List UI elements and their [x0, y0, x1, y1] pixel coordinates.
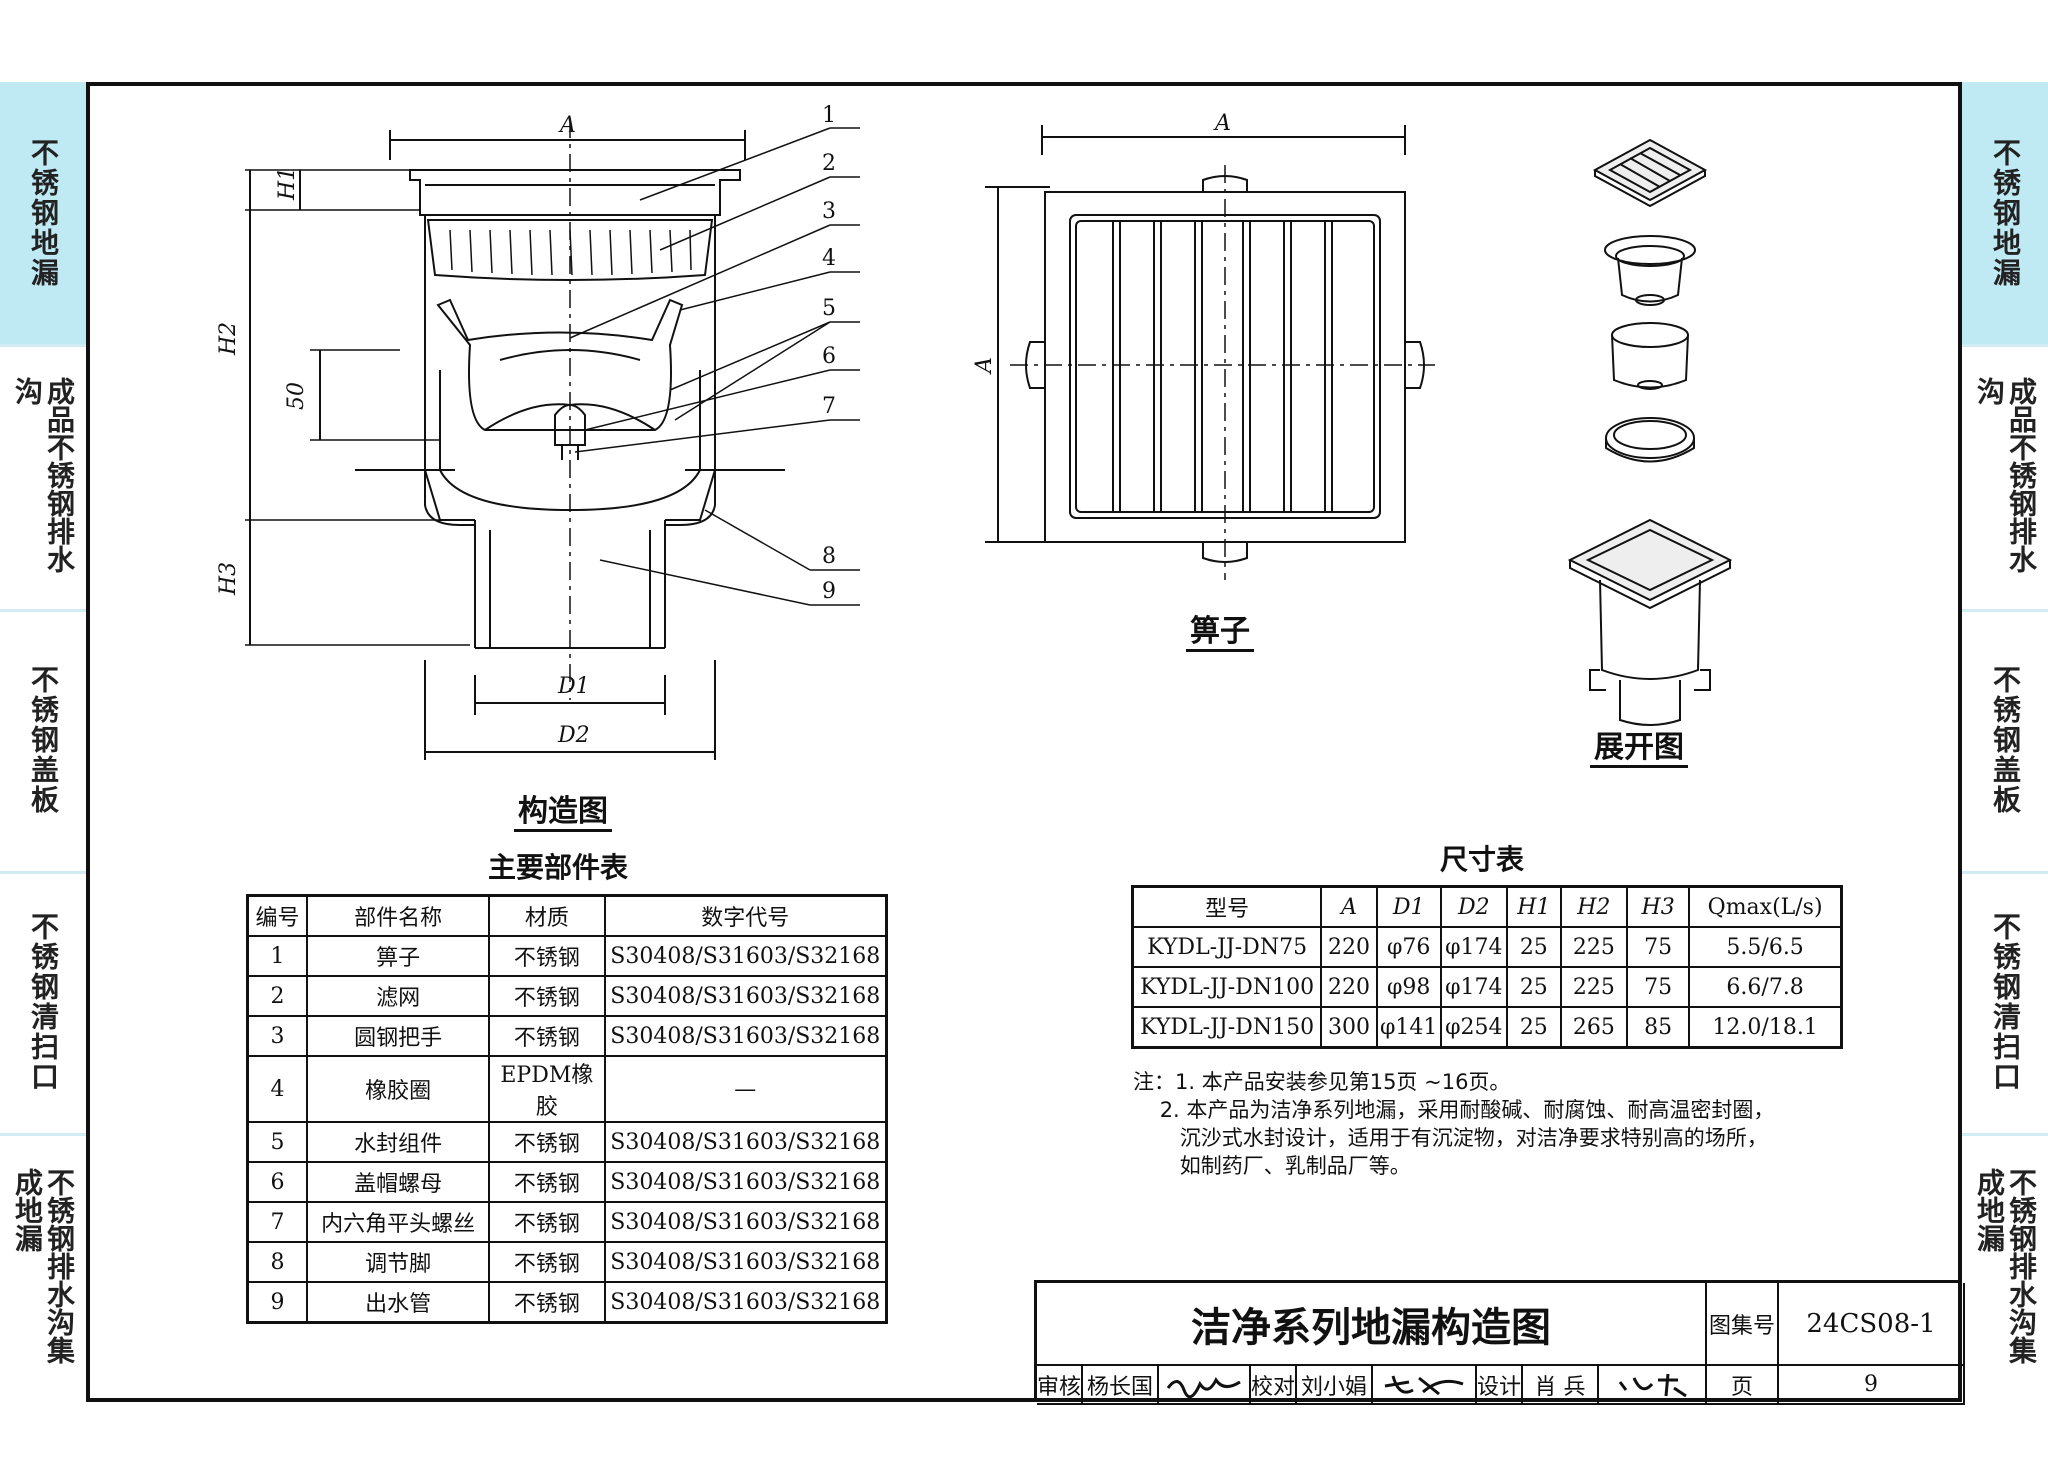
- page-label: 页: [1707, 1366, 1779, 1405]
- drawing-title: 洁净系列地漏构造图: [1037, 1283, 1707, 1366]
- grate-dim-a-side: A: [972, 357, 997, 375]
- side-tab-cleanout[interactable]: 不锈钢清扫口: [0, 871, 86, 1133]
- callout-3: 3: [822, 199, 836, 224]
- side-tab-floor-drain[interactable]: 不锈钢地漏: [0, 82, 86, 344]
- dims-table-title: 尺寸表: [1440, 843, 1525, 876]
- side-tab-floor-drain-right[interactable]: 不锈钢地漏: [1962, 82, 2048, 344]
- exploded-caption: 展开图: [1590, 722, 1688, 768]
- grate-dim-a-top: A: [1213, 111, 1231, 136]
- review-label: 审核: [1037, 1366, 1083, 1405]
- header-cell: 材质: [488, 894, 606, 937]
- dim-h3-label: H3: [216, 562, 241, 596]
- header-cell: 部件名称: [306, 894, 491, 937]
- side-tab-cleanout-right[interactable]: 不锈钢清扫口: [1962, 871, 2048, 1133]
- section-caption: 构造图: [514, 786, 612, 832]
- side-tab-label: 成品不锈钢排水沟: [11, 376, 76, 573]
- note-line: 沉沙式水封设计，适用于有沉淀物，对洁净要求特别高的场所，: [1133, 1126, 1768, 1150]
- parts-table-title: 主要部件表: [488, 851, 629, 884]
- section-drawing: A H1 H2 H3 50 D1 D2 1 2 3 4 5 6 7 8 9: [216, 103, 860, 760]
- side-tab-label: 不锈钢清扫口: [1989, 912, 2022, 1092]
- side-tab-integrated-drain[interactable]: 不锈钢排水沟集成地漏: [0, 1133, 86, 1402]
- grate-caption: 箅子: [1186, 606, 1254, 652]
- title-block: 洁净系列地漏构造图 图集号 24CS08-1 审核 杨长国 校对 刘小娟 设计 …: [1034, 1280, 1965, 1405]
- side-tab-label: 不锈钢盖板: [1989, 665, 2022, 815]
- exploded-strainer: [1604, 235, 1696, 306]
- side-tab-drain-channel[interactable]: 成品不锈钢排水沟: [0, 344, 86, 609]
- callout-9: 9: [822, 579, 836, 604]
- checker-signature: [1373, 1366, 1477, 1405]
- dim-h1-label: H1: [275, 167, 300, 201]
- dims-table: 型号 A D1 D2 H1 H2 H3 Qmax(L/s) KYDL-JJ-DN…: [1131, 885, 1843, 1049]
- side-tab-label: 不锈钢地漏: [27, 138, 60, 288]
- side-tab-integrated-drain-right[interactable]: 不锈钢排水沟集成地漏: [1962, 1133, 2048, 1402]
- table-header-row: 型号 A D1 D2 H1 H2 H3 Qmax(L/s): [1131, 885, 1843, 928]
- page-number: 9: [1779, 1366, 1965, 1405]
- dim-d1-label: D1: [557, 674, 590, 699]
- side-tab-cover-plate[interactable]: 不锈钢盖板: [0, 609, 86, 871]
- atlas-label: 图集号: [1707, 1283, 1779, 1366]
- exploded-grate: [1592, 138, 1708, 208]
- callout-2: 2: [822, 151, 836, 176]
- note-line: 2. 本产品为洁净系列地漏，采用耐酸碱、耐腐蚀、耐高温密封圈，: [1133, 1098, 1775, 1122]
- exploded-rubber-ring: [1605, 417, 1695, 463]
- callout-7: 7: [822, 394, 836, 419]
- drawing-frame: [86, 82, 1962, 1402]
- designer-signature: [1599, 1366, 1707, 1405]
- exploded-body: [1567, 518, 1733, 726]
- side-tab-label: 不锈钢清扫口: [27, 912, 60, 1092]
- note-line: 如制药厂、乳制品厂等。: [1133, 1154, 1411, 1178]
- side-tab-label: 成品不锈钢排水沟: [1973, 376, 2038, 573]
- callout-6: 6: [822, 344, 836, 369]
- reviewer-signature: [1159, 1366, 1251, 1405]
- dim-d2-label: D2: [557, 723, 590, 748]
- side-tab-cover-plate-right[interactable]: 不锈钢盖板: [1962, 609, 2048, 871]
- side-tab-label: 不锈钢排水沟集成地漏: [1973, 1167, 2038, 1364]
- atlas-number: 24CS08-1: [1779, 1283, 1965, 1366]
- design-label: 设计: [1477, 1366, 1523, 1405]
- side-tab-label: 不锈钢盖板: [27, 665, 60, 815]
- dim-h2-label: H2: [216, 322, 241, 356]
- note-line: 注：1. 本产品安装参见第15页 ~16页。: [1133, 1070, 1511, 1094]
- checker-name: 刘小娟: [1297, 1366, 1373, 1405]
- designer-name: 肖 兵: [1523, 1366, 1599, 1405]
- callout-5: 5: [822, 296, 836, 321]
- exploded-seal-cup: [1611, 322, 1689, 390]
- callout-8: 8: [822, 544, 836, 569]
- header-cell: 数字代号: [603, 894, 888, 937]
- side-tab-drain-channel-right[interactable]: 成品不锈钢排水沟: [1962, 344, 2048, 609]
- exploded-view-drawing: [1567, 138, 1733, 726]
- notes: 注：1. 本产品安装参见第15页 ~16页。 2. 本产品为洁净系列地漏，采用耐…: [1133, 1068, 1774, 1180]
- dim-a-label: A: [558, 113, 576, 138]
- reviewer-name: 杨长国: [1083, 1366, 1159, 1405]
- header-cell: 编号: [246, 894, 309, 937]
- check-label: 校对: [1251, 1366, 1297, 1405]
- callout-1: 1: [822, 103, 836, 128]
- callout-4: 4: [822, 246, 836, 271]
- grate-plan-drawing: A A: [972, 111, 1435, 580]
- side-tab-label: 不锈钢地漏: [1989, 138, 2022, 288]
- table-header-row: 编号 部件名称 材质 数字代号: [246, 894, 888, 937]
- dim-50-label: 50: [284, 382, 309, 410]
- side-tab-label: 不锈钢排水沟集成地漏: [11, 1167, 76, 1364]
